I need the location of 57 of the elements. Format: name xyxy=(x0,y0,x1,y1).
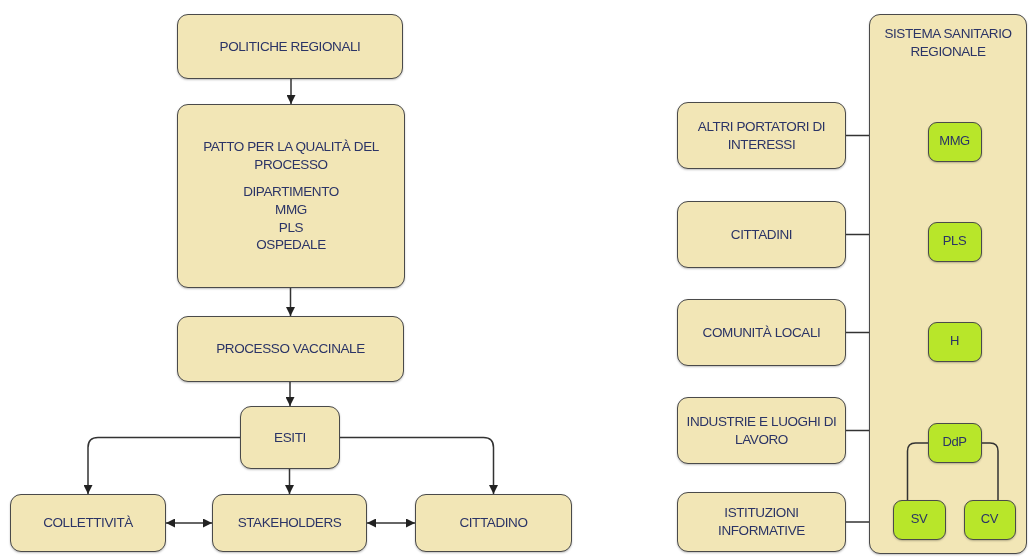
process-box xyxy=(677,492,846,552)
box-label: OSPEDALE xyxy=(256,236,326,254)
box-label: MMG xyxy=(275,201,307,219)
arrow xyxy=(83,436,241,495)
unit-box xyxy=(927,321,982,362)
process-box xyxy=(677,397,846,464)
arrow xyxy=(285,381,295,407)
box-label: PLS xyxy=(278,218,304,237)
connector-line xyxy=(845,233,870,236)
process-box xyxy=(677,299,846,366)
process-box xyxy=(240,406,340,469)
box-label: DdP xyxy=(942,434,967,451)
arrow xyxy=(339,436,498,495)
process-box xyxy=(677,201,846,268)
arrow xyxy=(285,468,294,495)
box-label: STAKEHOLDERS xyxy=(237,514,342,532)
box-label: ISTITUZIONI INFORMATIVE xyxy=(717,504,806,540)
process-box xyxy=(212,494,367,552)
connector-line xyxy=(906,442,929,501)
box-label: H xyxy=(950,333,959,350)
arrow xyxy=(286,78,296,105)
box-label: MMG xyxy=(939,133,970,150)
system-panel xyxy=(869,14,1027,554)
process-box xyxy=(177,14,403,79)
box-label: SISTEMA SANITARIO REGIONALE xyxy=(883,25,1013,61)
connector-line xyxy=(981,442,999,501)
arrow xyxy=(286,287,295,317)
box-label: ESITI xyxy=(274,428,306,447)
unit-box xyxy=(927,422,982,463)
process-box xyxy=(177,316,404,382)
connector-line xyxy=(845,429,870,432)
unit-box xyxy=(927,221,982,262)
box-label: INDUSTRIE E LUOGHI DI LAVORO xyxy=(685,412,838,449)
process-box xyxy=(177,104,405,288)
process-box xyxy=(677,102,846,169)
box-label: ALTRI PORTATORI DI INTERESSI xyxy=(696,117,827,154)
box-label: COMUNITÀ LOCALI xyxy=(702,323,821,342)
box-label: CV xyxy=(980,511,999,528)
process-box xyxy=(415,494,572,552)
box-label: POLITICHE REGIONALI xyxy=(219,37,361,56)
arrow xyxy=(366,518,416,528)
connector-line xyxy=(845,521,870,523)
process-box xyxy=(10,494,166,552)
connector-line xyxy=(845,134,870,137)
box-label: CITTADINO xyxy=(459,514,528,532)
unit-box xyxy=(927,121,982,162)
box-label: CITTADINI xyxy=(730,225,793,244)
box-label: PROCESSO VACCINALE xyxy=(216,340,365,358)
connector-line xyxy=(845,331,870,334)
unit-box xyxy=(892,499,946,540)
box-label: PLS xyxy=(942,233,967,250)
box-label: COLLETTIVITÀ xyxy=(43,514,133,532)
unit-box xyxy=(963,499,1016,540)
box-label: PATTO PER LA QUALITÀ DEL PROCESSO xyxy=(202,138,380,174)
box-label: SV xyxy=(910,511,928,528)
box-label: DIPARTIMENTO xyxy=(243,183,339,201)
arrow xyxy=(165,518,213,528)
